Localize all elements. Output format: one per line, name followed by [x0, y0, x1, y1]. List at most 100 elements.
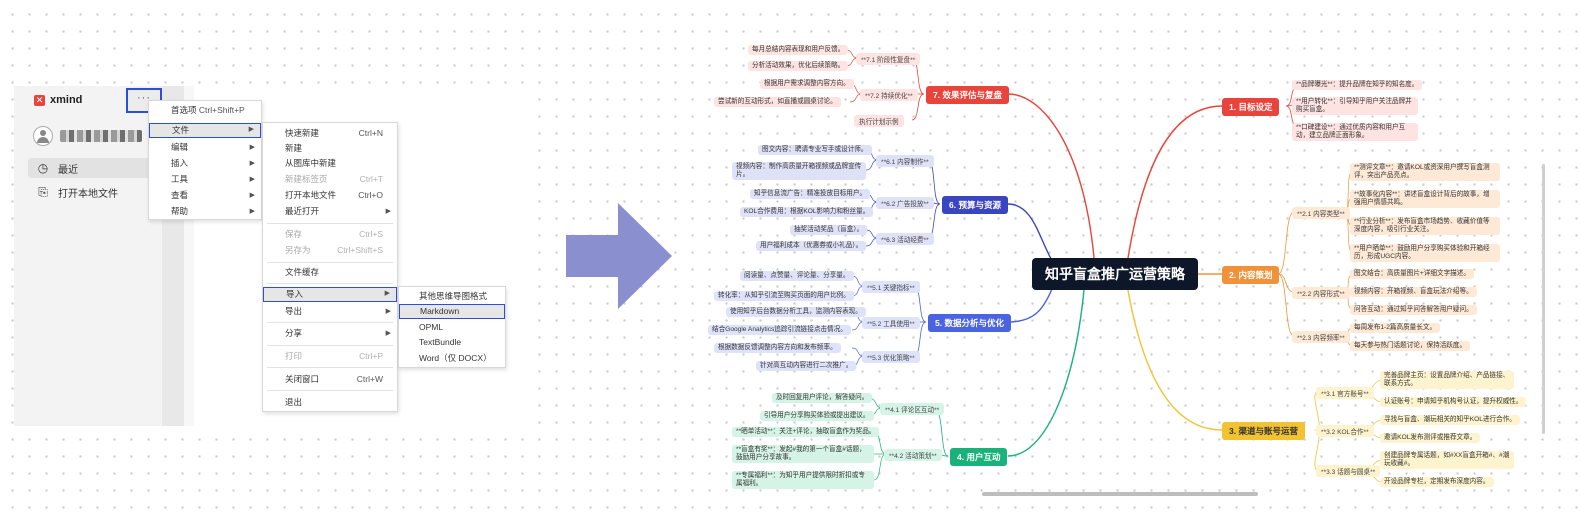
- sidebar-item-open-local[interactable]: ⎘ 打开本地文件: [28, 182, 158, 202]
- branch-5-item[interactable]: 使用知乎后台数据分析工具，监测内容表现。: [726, 307, 866, 317]
- branch-3-item[interactable]: 邀请KOL发布测评或推荐文章。: [1380, 433, 1481, 443]
- branch-7-sub[interactable]: **7.2 持续优化**: [860, 89, 918, 101]
- branch-5-topic[interactable]: 5. 数据分析与优化: [928, 314, 1011, 332]
- branch-6-item[interactable]: 视频内容：制作高质量开箱视频或品牌宣传片。: [732, 162, 866, 180]
- branch-6-item[interactable]: 抽奖活动奖品（盲盒）。: [790, 225, 868, 235]
- branch-7-sub[interactable]: **7.1 阶段性复盘**: [856, 53, 921, 65]
- branch-7-sub[interactable]: 执行计划示例: [854, 115, 904, 127]
- branch-1-topic[interactable]: 1. 目标设定: [1222, 98, 1280, 116]
- menu-item-preferences[interactable]: 首选项 Ctrl+Shift+P: [149, 103, 261, 118]
- branch-2-item[interactable]: **用户晒单**：鼓励用户分享购买体验和开箱经历，形成UGC内容。: [1350, 244, 1500, 262]
- branch-6-item[interactable]: 图文内容：聘请专业写手或设计师。: [758, 145, 872, 155]
- menu-item-export[interactable]: 导出▶: [263, 304, 397, 319]
- vertical-scrollbar[interactable]: [1542, 164, 1545, 434]
- branch-6-item[interactable]: KOL合作费用：根据KOL影响力和粉丝量。: [740, 207, 874, 217]
- branch-5-item[interactable]: 结合Google Analytics追踪引流链接点击情况。: [708, 325, 851, 335]
- branch-2-topic[interactable]: 2. 内容策划: [1222, 266, 1280, 284]
- branch-4-item[interactable]: 引导用户分享购买体验或提出建议。: [760, 411, 874, 421]
- chevron-right-icon: ▶: [249, 144, 255, 151]
- branch-2-item[interactable]: 视频内容：开箱视频、盲盒玩法介绍等。: [1350, 287, 1477, 297]
- branch-3-item[interactable]: 完善品牌主页：设置品牌介绍、产品链接、联系方式。: [1380, 371, 1514, 389]
- branch-3-item[interactable]: 认证账号：申请知乎机构号认证，提升权威性。: [1380, 397, 1527, 407]
- branch-4-sub[interactable]: **4.1 评论区互动**: [880, 403, 945, 415]
- branch-3-item[interactable]: 创建品牌专属话题，如#XX盲盒开箱#、#潮玩收藏#。: [1380, 451, 1514, 469]
- menu-item-import-other[interactable]: 其他思维导图格式: [399, 289, 505, 304]
- branch-2-sub[interactable]: **2.3 内容频率**: [1292, 331, 1350, 343]
- menu-item-import-markdown[interactable]: Markdown: [399, 304, 505, 319]
- branch-2-sub[interactable]: **2.2 内容形式**: [1292, 287, 1350, 299]
- branch-6-sub[interactable]: **6.3 活动经费**: [876, 233, 934, 245]
- branch-2-sub[interactable]: **2.1 内容类型**: [1292, 207, 1350, 219]
- branch-1-item[interactable]: **品牌曝光**：提升品牌在知乎的知名度。: [1292, 80, 1423, 90]
- branch-4-topic[interactable]: 4. 用户互动: [950, 448, 1008, 466]
- menu-item-new[interactable]: 新建: [263, 141, 397, 156]
- branch-5-item[interactable]: 转化率：从知乎引流至购买页面的用户比例。: [714, 291, 854, 301]
- branch-2-item[interactable]: **行业分析**：发布盲盒市场趋势、收藏价值等深度内容，吸引行业关注。: [1350, 217, 1500, 235]
- branch-6-item[interactable]: 用户福利成本（优惠券或小礼品）。: [756, 241, 867, 251]
- menu-item-recent[interactable]: 最近打开▶: [263, 204, 397, 219]
- menu-item-label: 保存: [285, 229, 303, 239]
- avatar[interactable]: [33, 126, 53, 146]
- branch-5-item[interactable]: 针对高互动内容进行二次推广。: [756, 361, 857, 371]
- branch-5-sub[interactable]: **5.1 关键指标**: [862, 281, 920, 293]
- branch-6-topic[interactable]: 6. 预算与资源: [942, 196, 1008, 214]
- menu-item-view[interactable]: 查看▶: [149, 188, 261, 203]
- branch-3-topic[interactable]: 3. 渠道与账号运营: [1222, 422, 1305, 440]
- branch-4-item[interactable]: **晒单活动**：关注+评论，抽取盲盒作为奖品。: [732, 427, 880, 437]
- branch-2-item[interactable]: **故事化内容**：讲述盲盒设计背后的故事，增强用户情感共鸣。: [1350, 190, 1500, 208]
- branch-5-sub[interactable]: **5.3 优化策略**: [862, 351, 920, 363]
- horizontal-scrollbar[interactable]: [982, 492, 1258, 496]
- chevron-right-icon: ▶: [385, 330, 391, 337]
- branch-1-item[interactable]: **用户转化**：引导知乎用户关注品牌并购买盲盒。: [1292, 97, 1418, 115]
- menu-item-quit[interactable]: 退出: [263, 395, 397, 410]
- branch-5-item[interactable]: 阅读量、点赞量、评论量、分享量。: [740, 271, 854, 281]
- branch-7-topic[interactable]: 7. 效果评估与复盘: [926, 86, 1009, 104]
- menu-item-import-word[interactable]: Word（仅 DOCX）: [399, 351, 505, 366]
- branch-2-item[interactable]: 问答互动：通过知乎问答解答用户疑问。: [1350, 305, 1477, 315]
- branch-7-item[interactable]: 每月总结内容表现和用户反馈。: [748, 45, 849, 55]
- menu-item-edit[interactable]: 编辑▶: [149, 140, 261, 155]
- branch-7-item[interactable]: 分析活动效果，优化后续策略。: [748, 61, 849, 71]
- branch-4-item[interactable]: **专属福利**：为知乎用户提供限时折扣或专属福利。: [732, 471, 874, 489]
- branch-5-item[interactable]: 根据数据反馈调整内容方向和发布频率。: [714, 343, 841, 353]
- branch-2-item[interactable]: **测评文章**：邀请KOL或资深用户撰写盲盒测评，突出产品亮点。: [1350, 163, 1500, 181]
- menu-item-tools[interactable]: 工具▶: [149, 172, 261, 187]
- sidebar-item-recent[interactable]: ◷ 最近: [28, 158, 158, 178]
- branch-5-sub[interactable]: **5.2 工具使用**: [862, 317, 920, 329]
- menu-item-share[interactable]: 分享▶: [263, 326, 397, 341]
- branch-3-sub[interactable]: **3.3 话题与圆桌**: [1316, 465, 1381, 477]
- menu-item-import-opml[interactable]: OPML: [399, 320, 505, 335]
- branch-1-item[interactable]: **口碑建设**：通过优质内容和用户互动，建立品牌正面形象。: [1292, 123, 1418, 141]
- branch-2-item[interactable]: 每天参与热门话题讨论，保持活跃度。: [1350, 341, 1471, 351]
- mindmap-central-topic[interactable]: 知乎盲盒推广运营策略: [1032, 258, 1198, 290]
- branch-7-item[interactable]: 根据用户需求调整内容方向。: [760, 79, 854, 89]
- menu-item-import[interactable]: 导入▶: [263, 287, 397, 302]
- branch-6-sub[interactable]: **6.2 广告投放**: [876, 197, 934, 209]
- branch-7-item[interactable]: 尝试新的互动形式，如直播或圆桌讨论。: [714, 97, 841, 107]
- menu-item-shortcut: Ctrl+Shift+P: [198, 105, 245, 115]
- branch-3-sub[interactable]: **3.2 KOL合作**: [1316, 425, 1374, 437]
- menu-item-import-textbundle[interactable]: TextBundle: [399, 335, 505, 350]
- menu-item-file-cache[interactable]: 文件缓存: [263, 265, 397, 280]
- branch-3-item[interactable]: 寻找与盲盒、潮玩相关的知乎KOL进行合作。: [1380, 415, 1520, 425]
- menu-item-insert[interactable]: 插入▶: [149, 156, 261, 171]
- branch-3-item[interactable]: 开设品牌专栏，定期发布深度内容。: [1380, 477, 1494, 487]
- menu-item-help[interactable]: 帮助▶: [149, 204, 261, 219]
- branch-6-item[interactable]: 知乎信息流广告：精准投放目标用户。: [750, 189, 871, 199]
- branch-4-item[interactable]: 及时回复用户评论，解答疑问。: [772, 393, 873, 403]
- menu-item-file[interactable]: 文件▶: [149, 123, 261, 138]
- branch-4-sub[interactable]: **4.2 活动策划**: [884, 449, 942, 461]
- branch-6-sub[interactable]: **6.1 内容制作**: [876, 155, 934, 167]
- menu-item-new-from-gallery[interactable]: 从图库中新建: [263, 156, 397, 171]
- branch-2-item[interactable]: 图文结合：高质量图片+详细文字描述。: [1350, 269, 1474, 279]
- branch-3-sub[interactable]: **3.1 官方账号**: [1316, 387, 1374, 399]
- branch-4-item[interactable]: **盲盒有奖**：发起#我的第一个盲盒#话题，鼓励用户分享故事。: [732, 445, 874, 463]
- branch-2-item[interactable]: 每周发布1-2篇高质量长文。: [1350, 323, 1441, 333]
